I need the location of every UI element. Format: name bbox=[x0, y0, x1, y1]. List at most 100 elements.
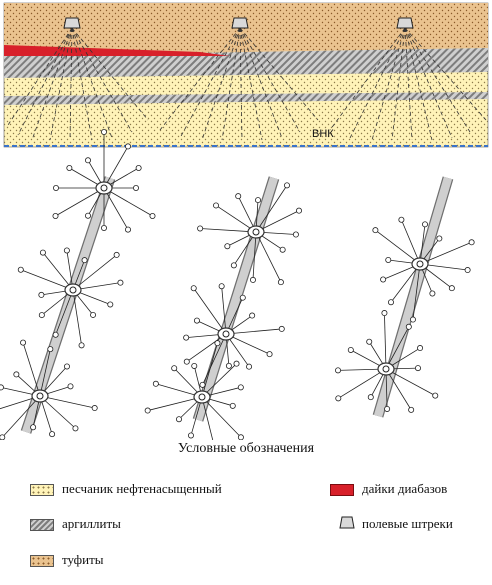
well-bottom bbox=[380, 276, 387, 283]
tuffite-layer bbox=[4, 3, 488, 56]
chamber-center bbox=[222, 330, 230, 338]
chamber-center bbox=[252, 228, 260, 236]
well-bottom bbox=[85, 212, 92, 219]
well-bottom bbox=[67, 383, 74, 390]
radial-well bbox=[103, 187, 129, 230]
well-bottom bbox=[414, 365, 421, 372]
radial-well bbox=[225, 328, 282, 335]
well-bottom bbox=[429, 290, 436, 297]
well-bottom bbox=[218, 283, 225, 290]
well-bottom bbox=[152, 380, 159, 387]
argillite-interlayer bbox=[4, 92, 488, 105]
well-bottom bbox=[149, 212, 156, 219]
well-bottom bbox=[249, 276, 256, 283]
well-bottom bbox=[63, 247, 70, 254]
radial-well bbox=[147, 396, 203, 411]
radial-well bbox=[419, 224, 426, 265]
tuffite-swatch bbox=[30, 555, 54, 567]
well-bottom bbox=[125, 226, 132, 233]
geological-section: ВНК bbox=[3, 2, 489, 148]
radial-well bbox=[72, 254, 117, 291]
well-bottom bbox=[17, 266, 24, 273]
radial-well bbox=[338, 368, 387, 399]
chamber-center bbox=[416, 260, 424, 268]
gallery-tunnel bbox=[193, 176, 279, 422]
sandstone-swatch bbox=[30, 484, 54, 496]
chamber-center bbox=[100, 184, 108, 192]
well-bottom bbox=[125, 143, 132, 150]
well-bottom bbox=[224, 243, 231, 250]
radial-well bbox=[221, 286, 227, 335]
well-bottom bbox=[422, 221, 429, 228]
well-bottom bbox=[405, 323, 412, 330]
well-bottom bbox=[255, 197, 262, 204]
well-bottom bbox=[230, 262, 237, 269]
well-bottom bbox=[175, 416, 182, 423]
legend-title: Условные обозначения bbox=[177, 441, 315, 456]
well-bottom bbox=[279, 246, 286, 253]
chamber-center bbox=[36, 392, 44, 400]
gallery-icon bbox=[63, 17, 81, 29]
radial-well bbox=[215, 205, 257, 233]
well-bottom bbox=[398, 216, 405, 223]
radial-well bbox=[375, 229, 421, 265]
radial-well bbox=[385, 368, 412, 411]
chamber-center bbox=[382, 365, 390, 373]
radial-well bbox=[385, 326, 410, 370]
well-bottom bbox=[335, 395, 342, 402]
well-bottom bbox=[113, 251, 120, 258]
legend-label-tuffite: туфиты bbox=[62, 552, 104, 567]
radial-well bbox=[39, 395, 95, 409]
radial-well bbox=[201, 363, 237, 398]
radial-well bbox=[385, 368, 388, 409]
well-bottom bbox=[72, 425, 79, 432]
well-bottom bbox=[187, 432, 194, 439]
argillite-swatch bbox=[30, 519, 54, 531]
well-bottom bbox=[225, 362, 232, 369]
legend-label-argillite: аргиллиты bbox=[62, 516, 121, 531]
legend-label-sandstone: песчаник нефтенасыщенный bbox=[62, 481, 222, 496]
well-bottom bbox=[0, 434, 6, 440]
owc-label: ВНК bbox=[312, 128, 334, 140]
radial-well bbox=[55, 187, 105, 217]
diabase-dyke bbox=[4, 45, 230, 56]
radial-well bbox=[72, 289, 82, 346]
gallery-icon bbox=[231, 17, 249, 29]
well-bottom bbox=[47, 346, 54, 353]
well-bottom bbox=[214, 340, 221, 347]
radial-well bbox=[401, 219, 421, 265]
radial-well bbox=[39, 349, 51, 397]
well-bottom bbox=[237, 384, 244, 391]
well-bottom bbox=[448, 285, 455, 292]
legend-label-gallery: полевые штреки bbox=[362, 516, 453, 531]
well-bottom bbox=[183, 358, 190, 365]
well-bottom bbox=[20, 339, 27, 346]
radial-well bbox=[201, 396, 214, 440]
well-bottom bbox=[81, 257, 88, 264]
radial-well bbox=[66, 250, 74, 291]
well-fans bbox=[7, 27, 487, 141]
chamber-center bbox=[198, 393, 206, 401]
radial-well bbox=[103, 146, 129, 189]
well-bottom bbox=[408, 406, 415, 413]
well-bottom bbox=[39, 249, 46, 256]
well-bottom bbox=[229, 402, 236, 409]
well-bottom bbox=[266, 351, 273, 358]
radial-well bbox=[201, 343, 218, 398]
radial-well bbox=[385, 368, 436, 396]
well-bottom bbox=[91, 405, 98, 412]
radial-well bbox=[200, 228, 257, 233]
well-bottom bbox=[101, 224, 108, 231]
well-bottom bbox=[213, 202, 220, 209]
well-bottom bbox=[417, 345, 424, 352]
well-bottom bbox=[347, 346, 354, 353]
radial-well bbox=[202, 333, 227, 386]
well-bottom bbox=[464, 267, 471, 274]
radial-well bbox=[255, 185, 288, 233]
well-bottom bbox=[432, 392, 439, 399]
well-bottom bbox=[78, 342, 85, 349]
well-bottom bbox=[144, 407, 151, 414]
gallery-legend-icon bbox=[339, 516, 355, 529]
well-bottom bbox=[278, 325, 285, 332]
well-bottom bbox=[235, 193, 242, 200]
